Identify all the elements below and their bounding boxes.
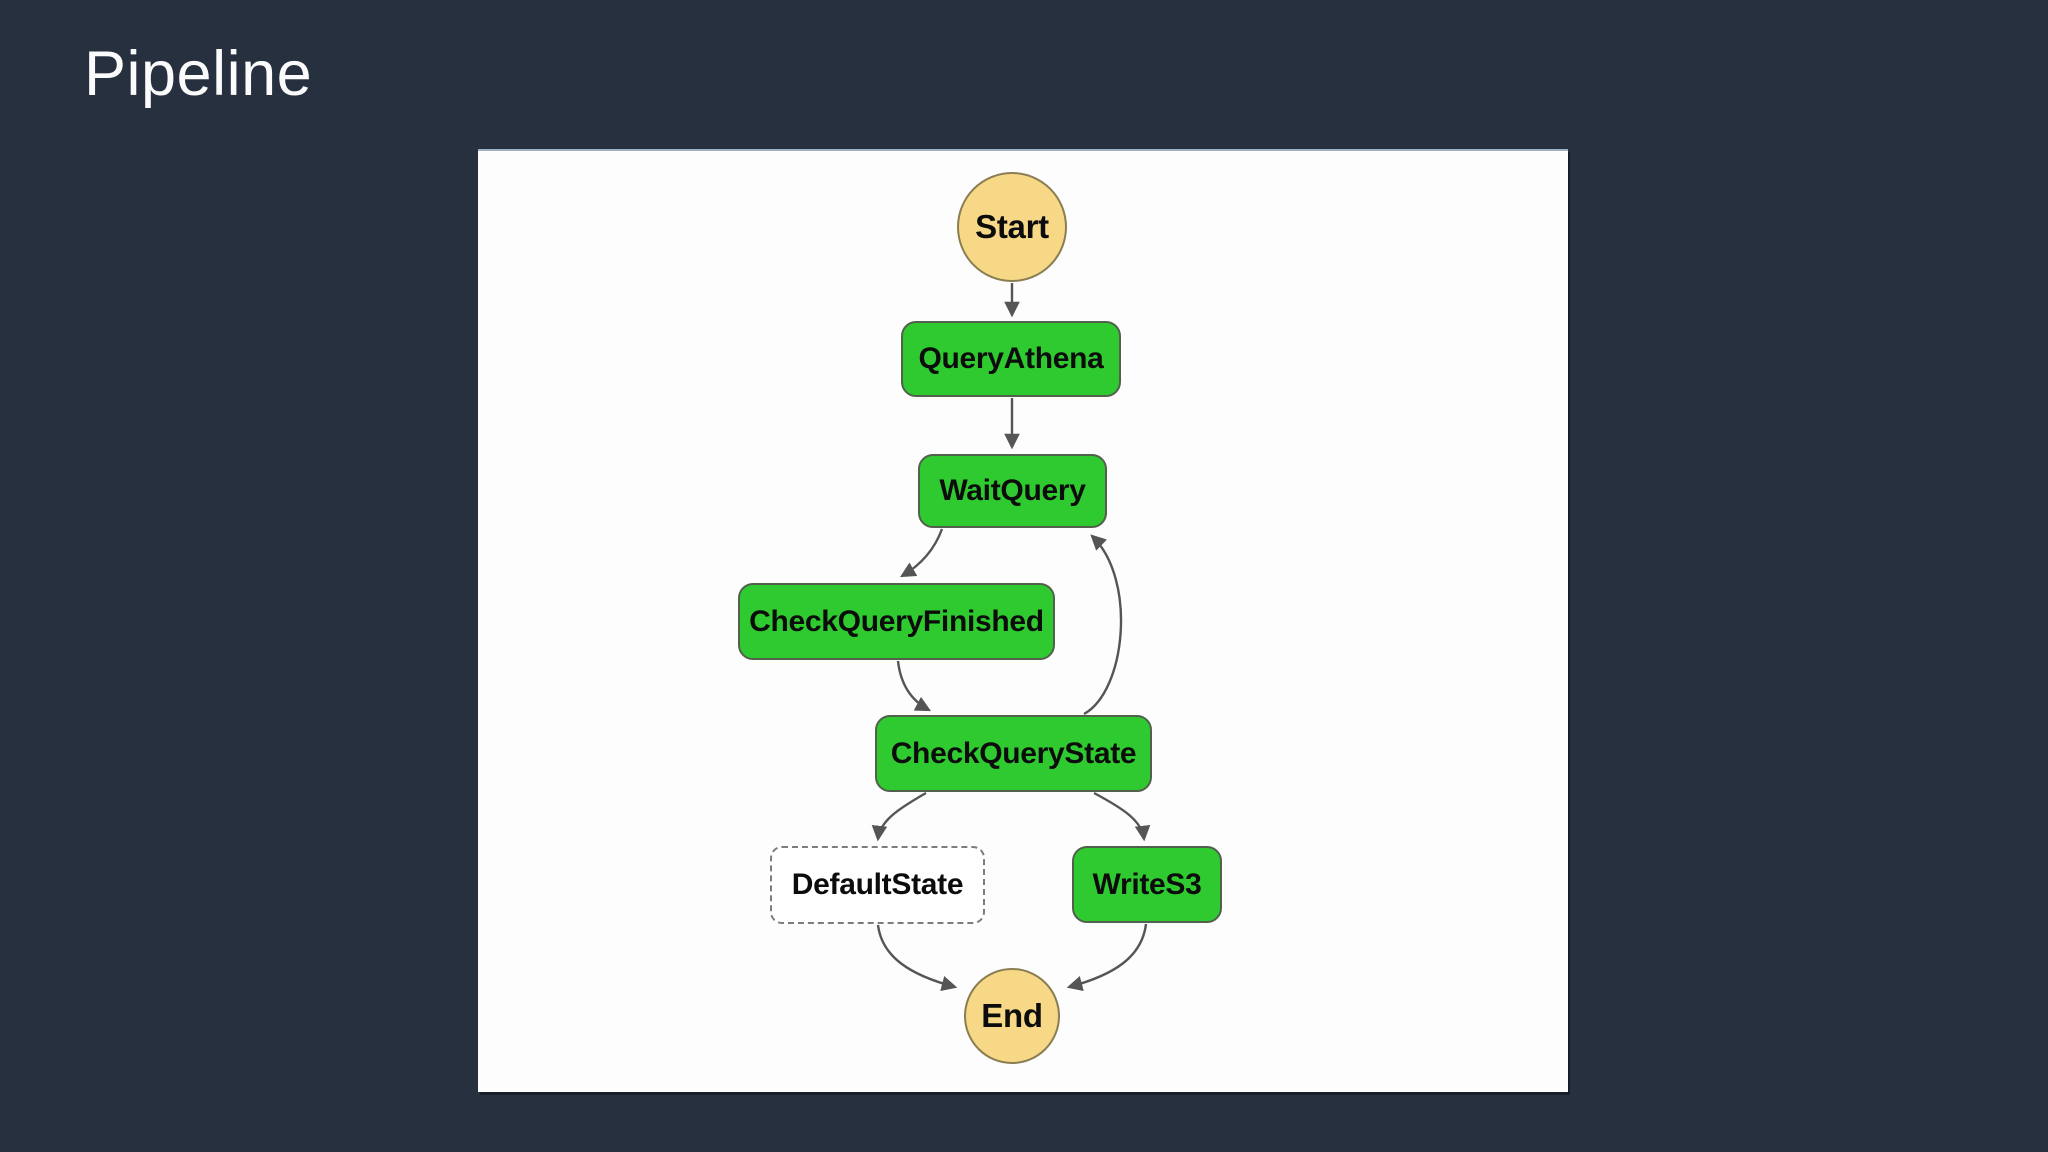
node-default-state[interactable]: DefaultState bbox=[770, 846, 985, 924]
node-start[interactable]: Start bbox=[957, 172, 1067, 282]
edge-checkquerystate-defaultstate bbox=[871, 791, 927, 842]
edge-checkquerystate-waitquery-loop bbox=[1083, 534, 1123, 716]
edge-writes3-end bbox=[1066, 923, 1148, 992]
node-end[interactable]: End bbox=[964, 968, 1060, 1064]
node-write-s3[interactable]: WriteS3 bbox=[1072, 846, 1222, 923]
node-check-query-state[interactable]: CheckQueryState bbox=[875, 715, 1152, 792]
page-title: Pipeline bbox=[84, 39, 313, 109]
node-wait-query[interactable]: WaitQuery bbox=[918, 454, 1107, 528]
edge-checkquerystate-writes3 bbox=[1093, 791, 1151, 842]
edge-defaultstate-end bbox=[876, 924, 958, 992]
edge-checkqueryfinished-checkquerystate bbox=[896, 660, 932, 712]
edges-layer bbox=[871, 283, 1151, 992]
node-query-athena[interactable]: QueryAthena bbox=[901, 321, 1121, 397]
diagram-panel: Start QueryAthena WaitQuery CheckQueryFi… bbox=[478, 149, 1568, 1092]
node-check-query-finished[interactable]: CheckQueryFinished bbox=[738, 583, 1055, 660]
edge-waitquery-checkqueryfinished bbox=[899, 528, 944, 578]
